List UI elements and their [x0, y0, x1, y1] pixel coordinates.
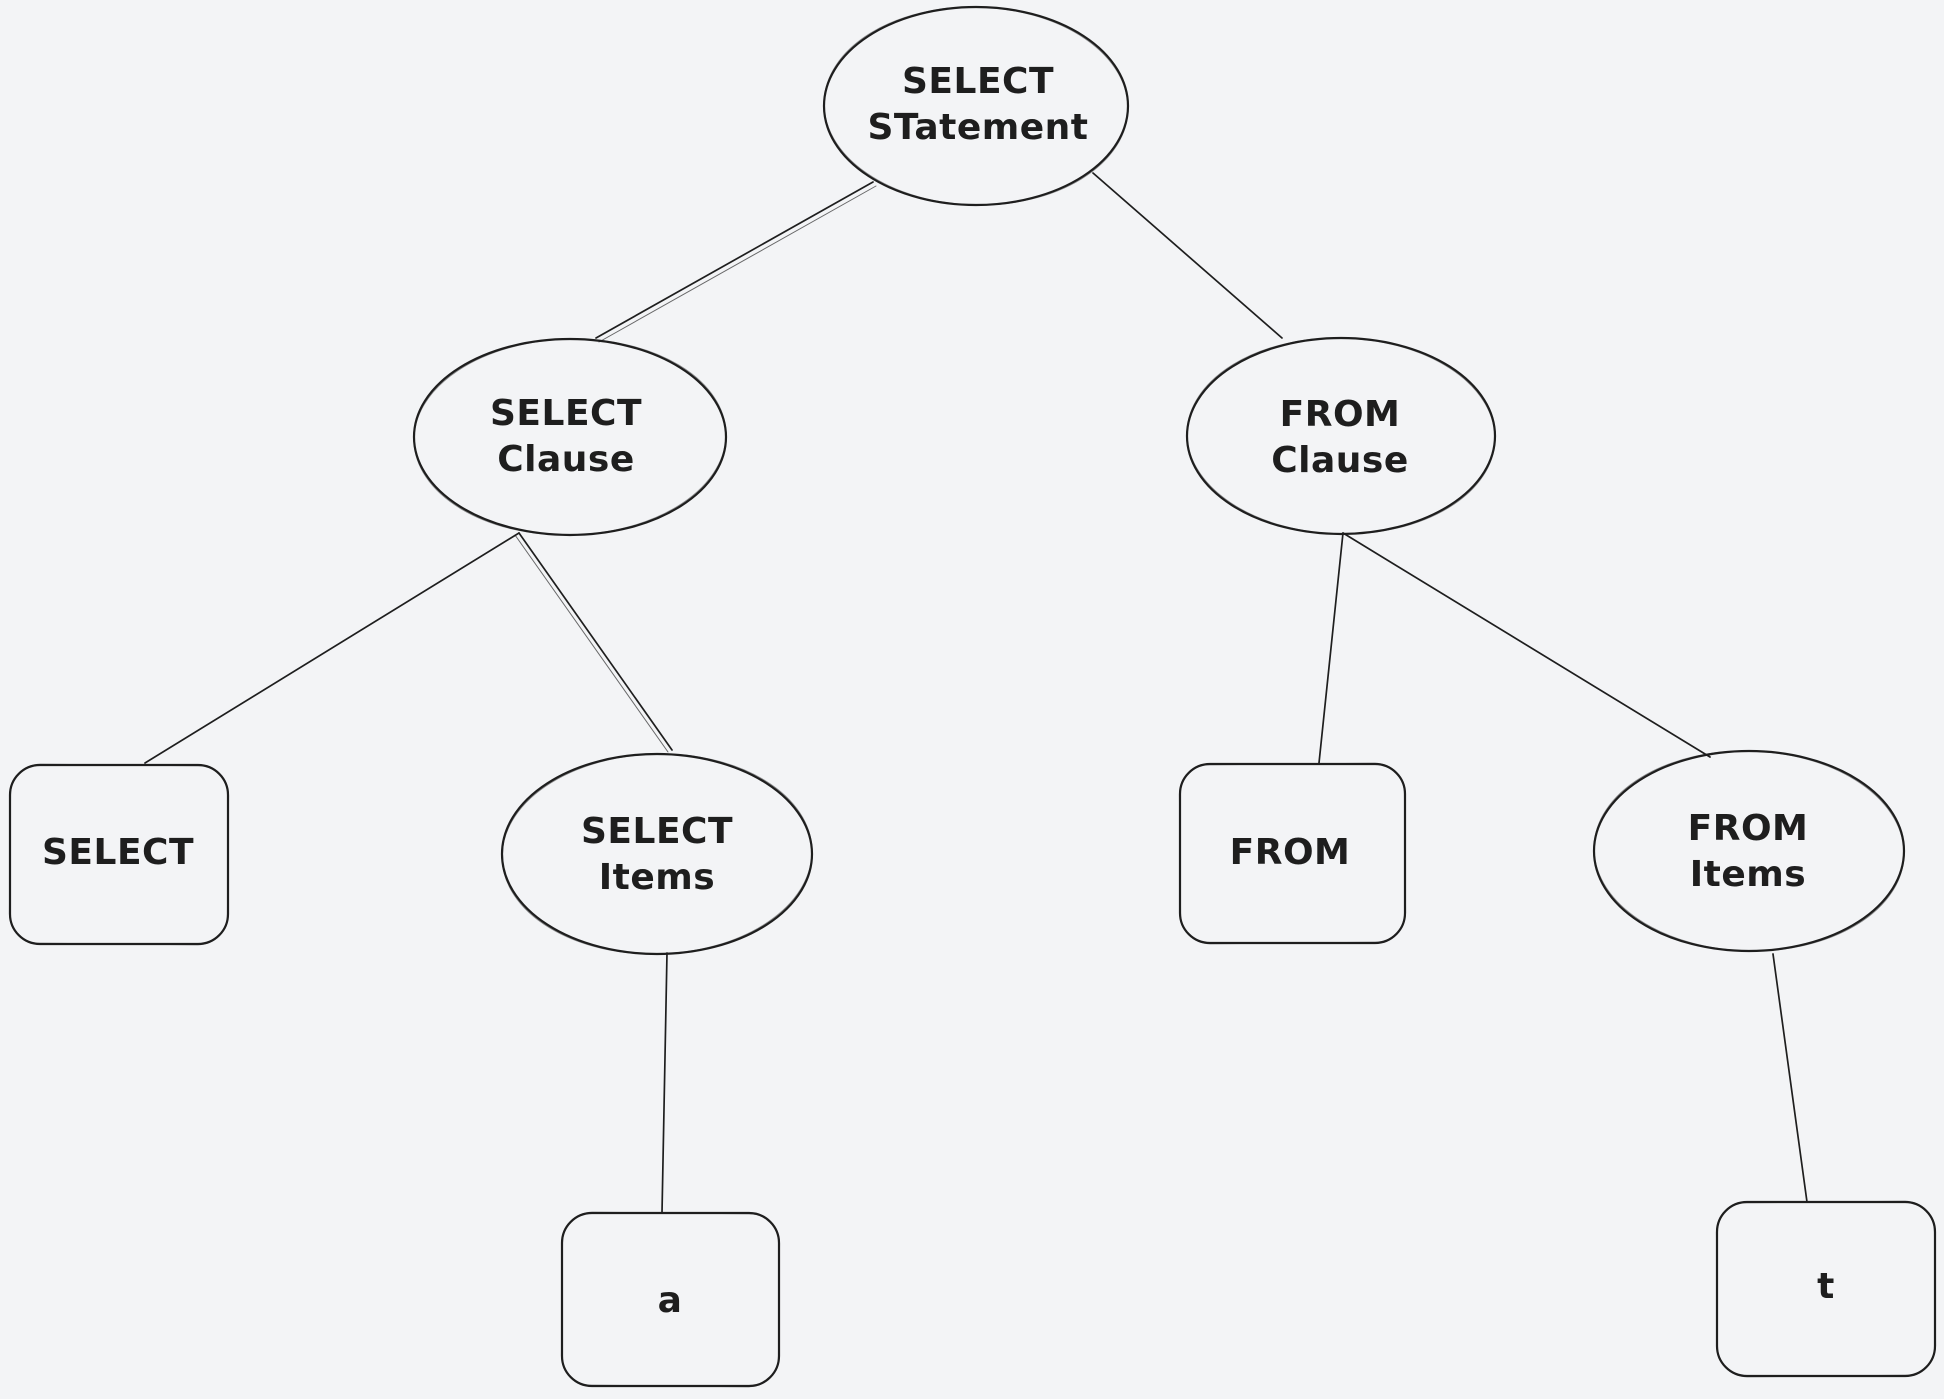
edge-from-clause-to-from-items: [1342, 532, 1711, 758]
edge-select-statement-to-select-clause-sketch: [598, 185, 877, 343]
from-items-ellipse-sketch: [1593, 750, 1905, 952]
edge-select-statement-to-select-clause: [595, 181, 874, 339]
edge-select-items-to-item-a: [661, 952, 668, 1214]
select-items-ellipse-sketch: [501, 753, 813, 955]
table-t-label: t: [1817, 1266, 1835, 1307]
edge-select-clause-to-select-keyword: [144, 532, 520, 764]
from-items-label: FROM Items: [1687, 808, 1809, 895]
from-clause-label: FROM Clause: [1271, 394, 1409, 481]
edge-select-statement-to-from-clause: [1092, 172, 1283, 339]
select-keyword-label: SELECT: [41, 832, 195, 873]
item-a-box-sketch: [560, 1211, 781, 1388]
select-clause-ellipse-sketch: [413, 338, 727, 536]
select-clause-label: SELECT Clause: [489, 393, 643, 480]
from-keyword-box-sketch: [1178, 762, 1407, 945]
edge-select-clause-to-select-items-sketch: [514, 534, 669, 753]
edge-from-items-to-table-t: [1772, 953, 1808, 1203]
edge-group: [144, 172, 1808, 1214]
table-t-box-sketch: [1715, 1200, 1937, 1378]
item-a-label: a: [657, 1280, 683, 1321]
select-statement-label: SELECT STatement: [867, 61, 1089, 148]
edge-select-clause-to-select-items: [518, 532, 673, 751]
from-clause-ellipse-sketch: [1186, 337, 1496, 535]
select-items-label: SELECT Items: [580, 811, 734, 898]
edge-from-clause-to-from-keyword: [1318, 532, 1344, 764]
select-statement-ellipse-sketch: [823, 6, 1129, 206]
select-keyword-box-sketch: [8, 763, 230, 946]
shape-group: [8, 5, 1937, 1388]
from-keyword-label: FROM: [1229, 832, 1351, 873]
